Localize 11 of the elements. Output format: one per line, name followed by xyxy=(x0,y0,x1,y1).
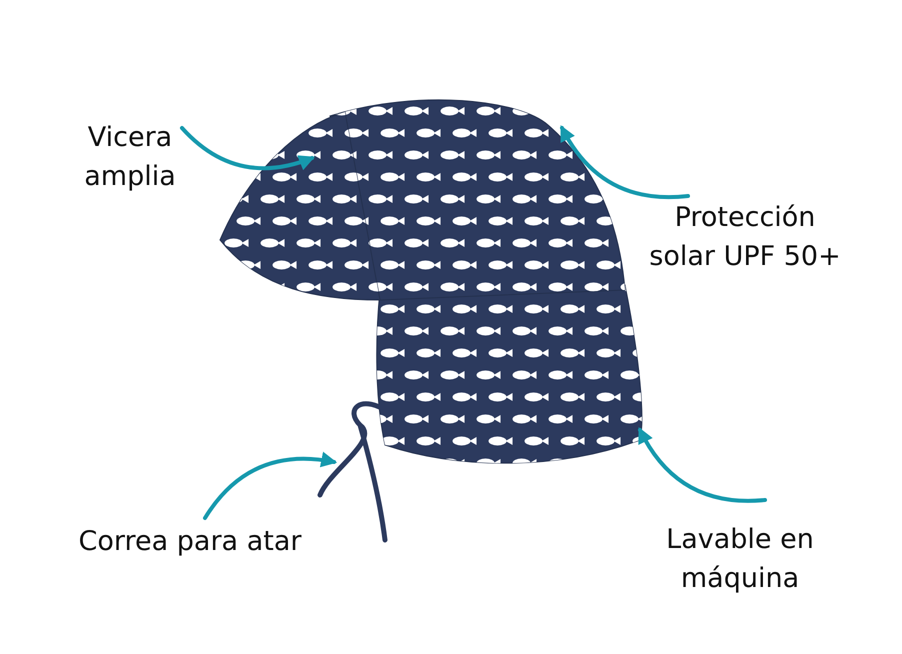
visor-drawing xyxy=(220,112,380,300)
callout-label: Protección solar UPF 50+ xyxy=(640,198,850,276)
callout-label: Correa para atar xyxy=(40,522,340,562)
callout-label: Vicera amplia xyxy=(60,118,200,196)
callout-label: Lavable en máquina xyxy=(640,520,840,598)
curved-arrow xyxy=(560,125,690,200)
neck-flap-drawing xyxy=(376,284,642,464)
curved-arrow xyxy=(203,452,338,520)
tie-strap-drawing xyxy=(318,401,388,542)
curved-arrow xyxy=(638,427,767,503)
curved-arrow xyxy=(180,126,316,170)
